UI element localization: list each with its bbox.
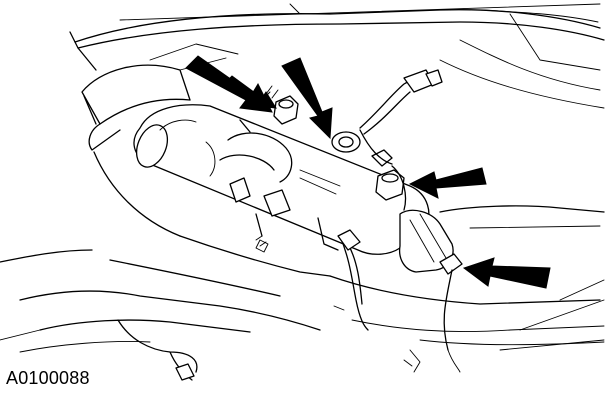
lower-structure: [0, 151, 605, 381]
callout-arrow-3: [408, 167, 487, 199]
callout-arrow-2: [281, 57, 333, 140]
callout-arrows: [185, 55, 551, 289]
callout-arrow-5: [223, 75, 277, 109]
mounting-nuts: [261, 85, 405, 201]
callout-arrow-4: [462, 257, 551, 289]
left-mount-bracket: [81, 43, 239, 151]
figure-id-label: A0100088: [6, 368, 90, 388]
inflator-cylinder: [133, 104, 463, 275]
upper-body-panel: [69, 3, 605, 109]
wiring-harness: [337, 69, 461, 373]
